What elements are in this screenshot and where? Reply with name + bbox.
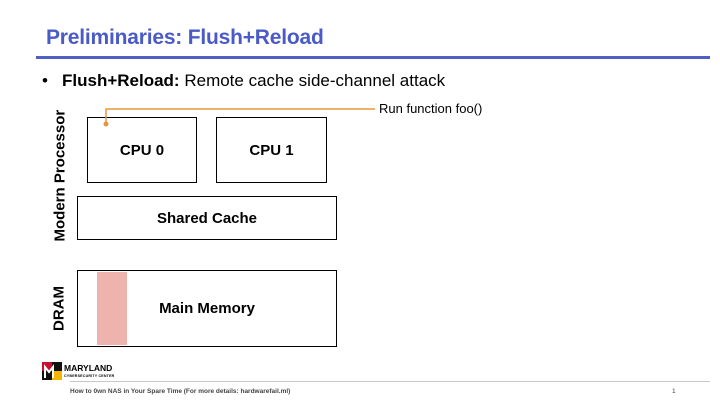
slide-title: Preliminaries: Flush+Reload	[46, 26, 324, 49]
maryland-flag-icon	[42, 362, 62, 380]
cpu0-label: CPU 0	[119, 141, 165, 159]
cpu1-box: CPU 1	[216, 117, 327, 183]
bullet-dot: •	[42, 71, 48, 90]
cpu1-label: CPU 1	[249, 141, 294, 159]
memory-highlight	[97, 272, 127, 345]
logo-text: MARYLAND CYBERSECURITY CENTER	[64, 364, 114, 380]
bullet-heading: Flush+Reload:	[62, 71, 180, 90]
main-memory-label: Main Memory	[159, 300, 255, 317]
shared-cache-label: Shared Cache	[156, 209, 258, 227]
page-number: 1	[672, 388, 676, 395]
footer-divider	[70, 381, 710, 382]
annotation-label: Run function foo()	[379, 101, 483, 116]
bullet-description: Remote cache side-channel attack	[179, 71, 446, 90]
shared-cache-box: Shared Cache	[77, 196, 337, 240]
logo-name: MARYLAND	[64, 363, 113, 373]
title-divider	[36, 56, 710, 59]
logo-subtitle: CYBERSECURITY CENTER	[64, 374, 115, 378]
bullet-point: • Flush+Reload: Remote cache side-channel…	[42, 71, 445, 91]
cpu0-box: CPU 0	[87, 117, 197, 183]
footer-text: How to 0wn NAS in Your Spare Time (For m…	[70, 388, 291, 395]
